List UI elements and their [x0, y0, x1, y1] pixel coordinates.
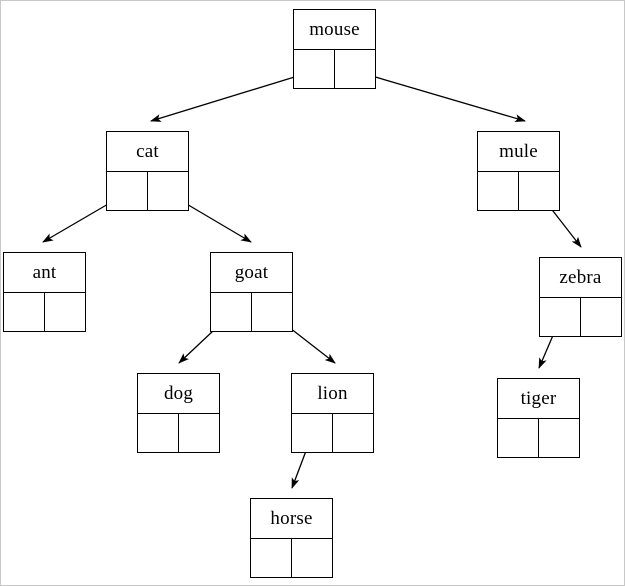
tree-node-dog[interactable]: dog [137, 373, 220, 453]
left-pointer-cell-zebra[interactable] [540, 298, 581, 336]
left-pointer-cell-lion[interactable] [292, 414, 333, 452]
tree-node-mouse[interactable]: mouse [293, 9, 376, 89]
left-pointer-cell-mule[interactable] [478, 172, 519, 210]
tree-node-horse[interactable]: horse [250, 498, 333, 578]
node-pointers-ant [4, 293, 85, 331]
right-pointer-cell-mouse[interactable] [335, 50, 376, 88]
node-pointers-mouse [294, 50, 375, 88]
right-pointer-cell-cat[interactable] [148, 172, 189, 210]
right-pointer-cell-horse[interactable] [292, 539, 333, 577]
right-pointer-cell-tiger[interactable] [539, 419, 580, 457]
left-pointer-cell-mouse[interactable] [294, 50, 335, 88]
node-label-cat: cat [107, 132, 188, 172]
node-pointers-goat [211, 293, 292, 331]
node-pointers-horse [251, 539, 332, 577]
tree-node-mule[interactable]: mule [477, 131, 560, 211]
node-label-tiger: tiger [498, 379, 579, 419]
tree-node-ant[interactable]: ant [3, 252, 86, 332]
node-pointers-dog [138, 414, 219, 452]
left-pointer-cell-tiger[interactable] [498, 419, 539, 457]
node-pointers-mule [478, 172, 559, 210]
node-pointers-tiger [498, 419, 579, 457]
node-label-mouse: mouse [294, 10, 375, 50]
node-label-mule: mule [478, 132, 559, 172]
tree-node-goat[interactable]: goat [210, 252, 293, 332]
left-pointer-cell-ant[interactable] [4, 293, 45, 331]
left-pointer-cell-horse[interactable] [251, 539, 292, 577]
left-pointer-cell-goat[interactable] [211, 293, 252, 331]
tree-node-lion[interactable]: lion [291, 373, 374, 453]
node-label-goat: goat [211, 253, 292, 293]
node-pointers-cat [107, 172, 188, 210]
edge-mouse-mule [354, 70, 526, 123]
left-pointer-cell-cat[interactable] [107, 172, 148, 210]
node-label-lion: lion [292, 374, 373, 414]
node-label-zebra: zebra [540, 258, 621, 298]
node-label-ant: ant [4, 253, 85, 293]
right-pointer-cell-dog[interactable] [179, 414, 220, 452]
right-pointer-cell-goat[interactable] [252, 293, 293, 331]
tree-node-cat[interactable]: cat [106, 131, 189, 211]
right-pointer-cell-lion[interactable] [333, 414, 374, 452]
tree-node-tiger[interactable]: tiger [497, 378, 580, 458]
node-pointers-lion [292, 414, 373, 452]
edge-mouse-cat [150, 70, 315, 122]
right-pointer-cell-zebra[interactable] [581, 298, 622, 336]
node-pointers-zebra [540, 298, 621, 336]
node-label-horse: horse [251, 499, 332, 539]
node-label-dog: dog [138, 374, 219, 414]
right-pointer-cell-mule[interactable] [519, 172, 560, 210]
left-pointer-cell-dog[interactable] [138, 414, 179, 452]
right-pointer-cell-ant[interactable] [45, 293, 86, 331]
tree-node-zebra[interactable]: zebra [539, 257, 622, 337]
